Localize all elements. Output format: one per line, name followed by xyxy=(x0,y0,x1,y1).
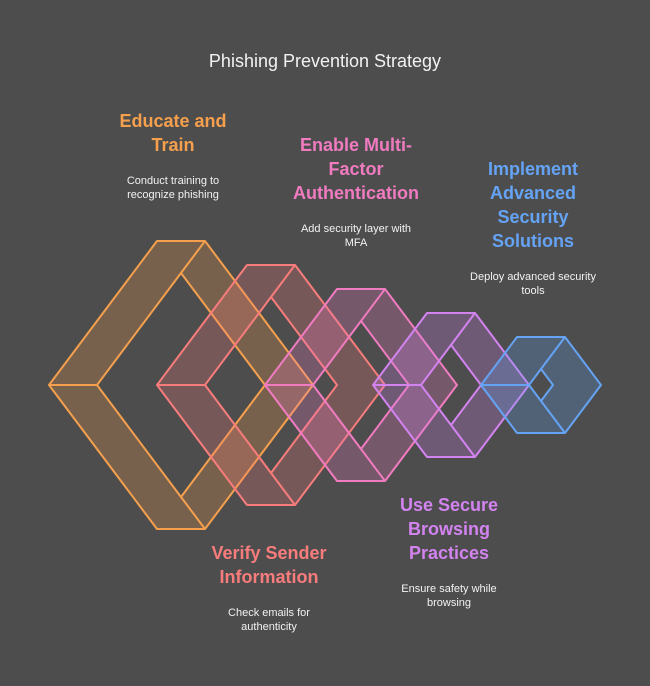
heading-line: Train xyxy=(151,135,195,155)
ring-edge xyxy=(270,264,296,298)
heading-line: Solutions xyxy=(492,231,574,251)
ring-edge xyxy=(540,400,566,434)
description-line: Deploy advanced security xyxy=(470,271,596,283)
heading-line: Information xyxy=(219,567,319,587)
hexagon-ring-advanced-security xyxy=(480,336,602,434)
ring-band xyxy=(480,336,602,434)
heading-line: Browsing xyxy=(407,519,490,539)
ring-edge xyxy=(180,240,206,274)
description-line: MFA xyxy=(344,237,368,249)
description-line: tools xyxy=(521,285,545,297)
hexagon-ring-verify-sender xyxy=(156,264,386,506)
description-line: Ensure safety while xyxy=(401,583,497,595)
ring-edge xyxy=(450,424,476,458)
description-line: browsing xyxy=(426,597,472,609)
description-line: Add security layer with xyxy=(300,223,412,235)
ring-edge xyxy=(180,496,206,530)
heading-line: Implement xyxy=(487,159,579,179)
step-description: Deploy advanced security tools xyxy=(453,270,613,298)
step-description: Check emails for authenticity xyxy=(189,606,349,634)
ring-edge xyxy=(360,288,386,322)
heading-line: Educate and xyxy=(119,111,227,131)
heading-line: Use Secure xyxy=(399,495,499,515)
heading-line: Security xyxy=(497,207,569,227)
diagram-title: Phishing Prevention Strategy xyxy=(208,51,442,71)
heading-line: Practices xyxy=(408,543,490,563)
hexagon-ring-secure-browsing xyxy=(372,312,530,458)
description-line: Check emails for xyxy=(228,607,310,619)
description-line: authenticity xyxy=(241,621,297,633)
ring-edge xyxy=(540,336,566,370)
ring-edge xyxy=(450,312,476,346)
heading-line: Authentication xyxy=(293,183,419,203)
heading-line: Verify Sender xyxy=(211,543,327,563)
heading-line: Factor xyxy=(328,159,384,179)
description-line: recognize phishing xyxy=(127,189,219,201)
description-line: Conduct training to xyxy=(126,175,220,187)
ring-edge xyxy=(270,472,296,506)
heading-line: Enable Multi- xyxy=(300,135,412,155)
heading-line: Advanced xyxy=(489,183,577,203)
step-description: Conduct training to recognize phishing xyxy=(93,174,253,202)
ring-edge xyxy=(360,448,386,482)
step-description: Ensure safety while browsing xyxy=(369,582,529,610)
